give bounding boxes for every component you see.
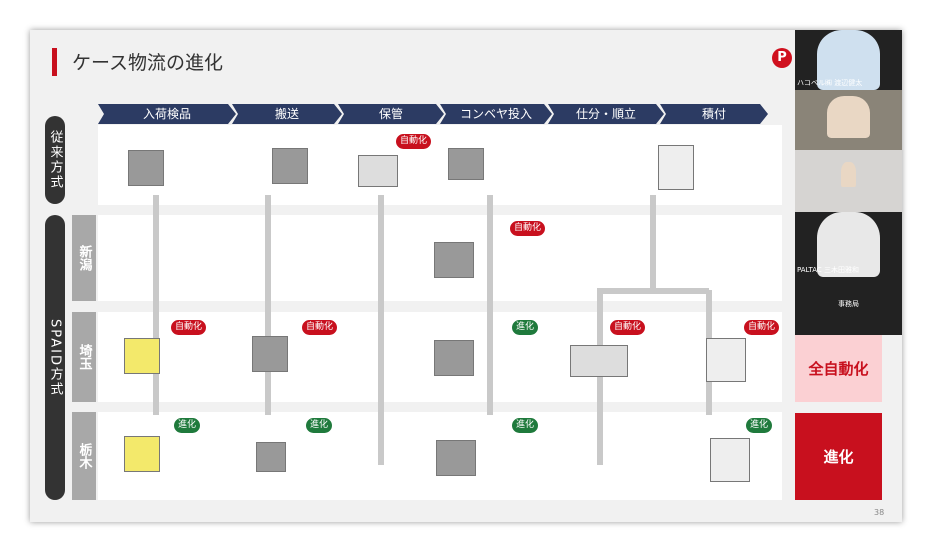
agv-icon xyxy=(256,442,286,472)
flow-arrow xyxy=(265,195,271,415)
badge-automation: 自動化 xyxy=(171,320,207,335)
robot-depalletizer-icon xyxy=(434,340,474,376)
company-logo: P xyxy=(772,48,792,68)
video-tile[interactable]: PALTAC 三木田雅和 xyxy=(795,212,902,277)
robot-loading-icon xyxy=(706,338,746,382)
video-tile[interactable] xyxy=(795,90,902,150)
sorter-icon xyxy=(570,345,628,377)
badge-automation: 自動化 xyxy=(510,221,546,236)
step-loading: 積付 xyxy=(660,104,768,124)
video-tile-office[interactable]: 事務局 xyxy=(795,277,902,335)
participant-name: PALTAC 三木田雅和 xyxy=(797,266,860,274)
label-conventional: 従来方式 xyxy=(45,116,65,204)
inspection-conveyor-icon xyxy=(124,338,160,374)
step-storage: 保管 xyxy=(338,104,444,124)
label-spaid: SPAID方式 xyxy=(45,215,65,500)
page-number: 38 xyxy=(874,508,885,517)
badge-evolution: 進化 xyxy=(174,418,201,433)
flow-arrow xyxy=(597,290,603,465)
participant-name: ハコベル㈱ 渡辺健太 xyxy=(797,79,863,87)
step-receiving: 入荷検品 xyxy=(98,104,236,124)
badge-automation: 自動化 xyxy=(302,320,338,335)
flow-arrow xyxy=(378,195,384,465)
flow-split xyxy=(597,288,709,294)
agv-icon xyxy=(252,336,288,372)
legend-evolution: 進化 xyxy=(795,413,882,500)
video-tile[interactable]: ハコベル㈱ 渡辺健太 xyxy=(795,30,902,90)
inspection-conveyor-icon xyxy=(124,436,160,472)
badge-automation: 自動化 xyxy=(396,134,432,149)
slide-title: ケース物流の進化 xyxy=(72,52,224,74)
label-tochigi: 栃木 xyxy=(72,412,96,500)
cart-icon xyxy=(658,145,694,190)
flow-arrow xyxy=(650,195,656,290)
badge-evolution: 進化 xyxy=(306,418,333,433)
step-conveyor: コンベヤ投入 xyxy=(440,104,552,124)
badge-automation: 自動化 xyxy=(744,320,780,335)
conveyor-icon xyxy=(448,148,484,180)
badge-evolution: 進化 xyxy=(512,418,539,433)
flow-arrow xyxy=(487,195,493,415)
badge-evolution: 進化 xyxy=(746,418,773,433)
badge-automation: 自動化 xyxy=(610,320,646,335)
label-saitama: 埼玉 xyxy=(72,312,96,402)
rack-icon xyxy=(358,155,398,187)
title-accent xyxy=(52,48,57,76)
badge-evolution: 進化 xyxy=(512,320,539,335)
robot-depalletizer-icon xyxy=(436,440,476,476)
label-niigata: 新潟 xyxy=(72,215,96,301)
robot-loading-icon xyxy=(710,438,750,482)
flow-arrow xyxy=(153,195,159,415)
legend-full-automation: 全自動化 xyxy=(795,335,882,402)
video-tile[interactable] xyxy=(795,150,902,212)
forklift-icon xyxy=(272,148,308,184)
robot-depalletizer-icon xyxy=(434,242,474,278)
cases-icon xyxy=(128,150,164,186)
step-transport: 搬送 xyxy=(232,104,342,124)
step-sorting: 仕分・順立 xyxy=(548,104,664,124)
